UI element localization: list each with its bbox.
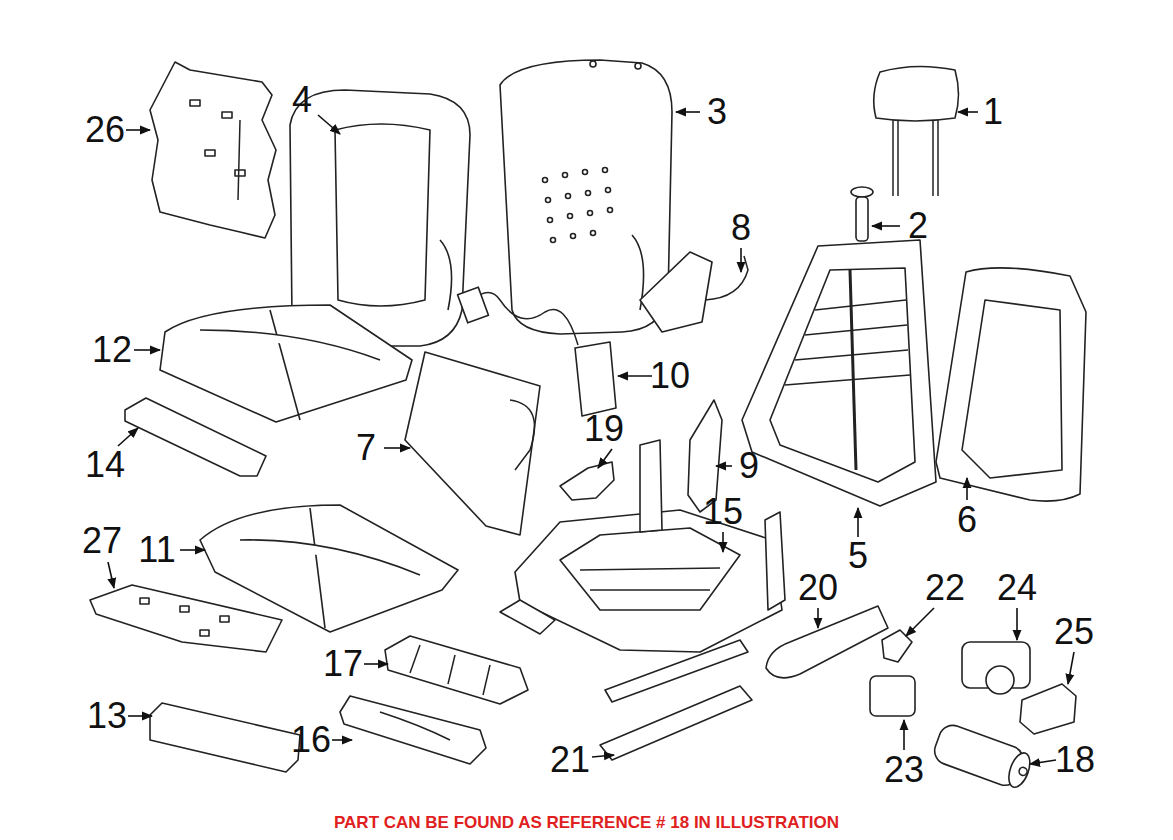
callout-number: 12	[92, 332, 132, 368]
callout-number: 9	[739, 448, 759, 484]
callout-number: 2	[908, 208, 928, 244]
callout-number: 8	[731, 210, 751, 246]
callout-number: 7	[356, 430, 376, 466]
callout-number: 16	[291, 722, 331, 758]
callout-number: 21	[550, 742, 590, 778]
callout-number: 19	[584, 411, 624, 447]
callout-number: 23	[884, 752, 924, 788]
callout-number: 24	[997, 570, 1037, 606]
callout-number: 25	[1054, 614, 1094, 650]
callout-number: 18	[1055, 742, 1095, 778]
callout-number: 20	[798, 570, 838, 606]
callout-number: 4	[292, 82, 312, 118]
callout-number: 11	[138, 532, 175, 568]
leader-arrows	[108, 112, 1074, 764]
callout-number: 10	[650, 358, 690, 394]
callout-number: 13	[87, 698, 127, 734]
callout-number: 15	[703, 494, 743, 530]
callout-number: 1	[983, 94, 1003, 130]
callout-number: 6	[957, 502, 977, 538]
seat-parts	[90, 60, 1086, 792]
callout-number: 22	[925, 570, 965, 606]
caption-note: PART CAN BE FOUND AS REFERENCE # 18 IN I…	[0, 813, 1173, 833]
callout-number: 14	[85, 447, 125, 483]
callout-number: 3	[707, 94, 727, 130]
callout-number: 27	[82, 523, 122, 559]
callout-number: 17	[323, 646, 363, 682]
callout-number: 5	[848, 538, 868, 574]
callout-number: 26	[85, 112, 125, 148]
